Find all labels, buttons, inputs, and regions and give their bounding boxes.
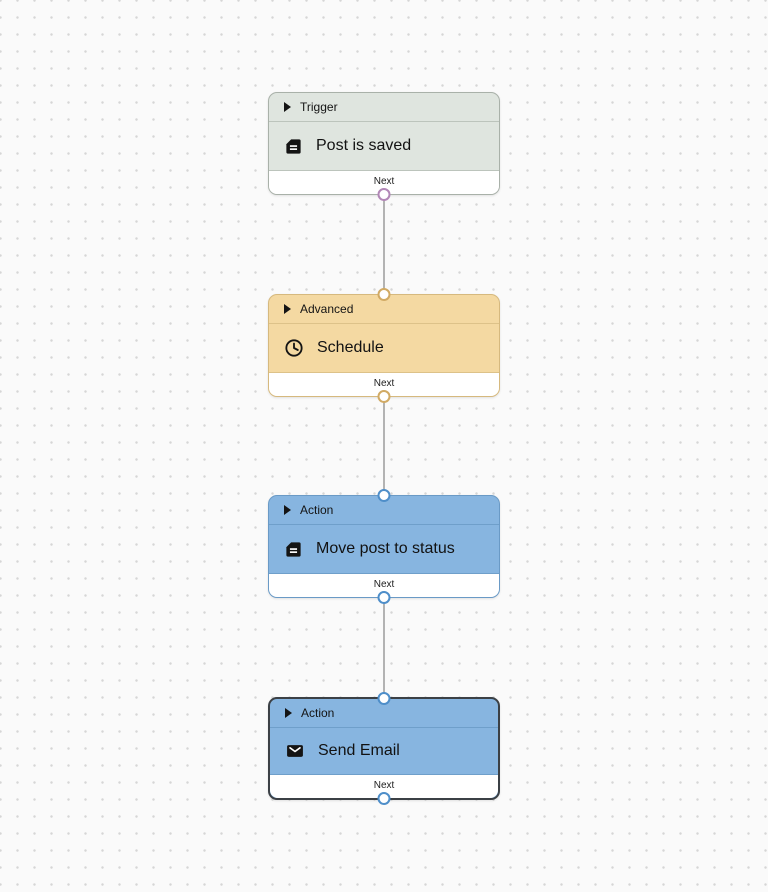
input-handle[interactable] <box>377 288 391 301</box>
note-icon <box>284 137 303 156</box>
node-title: Post is saved <box>316 137 412 154</box>
workflow-node-advanced[interactable]: Advanced Schedule Next <box>268 288 500 403</box>
node-body[interactable]: Send Email <box>270 728 498 774</box>
node-header[interactable]: Trigger <box>269 93 499 122</box>
collapse-triangle-icon <box>284 102 291 112</box>
connection-edge[interactable] <box>383 597 385 698</box>
node-title: Schedule <box>317 339 384 356</box>
output-handle[interactable] <box>377 188 391 201</box>
node-category-label: Trigger <box>300 100 338 114</box>
node-header[interactable]: Advanced <box>269 295 499 324</box>
note-icon <box>284 540 303 559</box>
email-icon <box>285 741 305 761</box>
node-header[interactable]: Action <box>269 496 499 525</box>
workflow-node-action-move[interactable]: Action Move post to status Next <box>268 489 500 604</box>
next-label: Next <box>373 176 395 187</box>
output-handle[interactable] <box>377 390 391 403</box>
next-label: Next <box>373 378 395 389</box>
node-category-label: Action <box>301 706 335 720</box>
clock-icon <box>284 338 304 358</box>
collapse-triangle-icon <box>285 708 292 718</box>
node-body[interactable]: Move post to status <box>269 525 499 573</box>
connection-edge[interactable] <box>383 396 385 496</box>
next-label: Next <box>373 780 395 791</box>
node-title: Move post to status <box>316 540 455 557</box>
node-header[interactable]: Action <box>270 699 498 728</box>
node-body[interactable]: Post is saved <box>269 122 499 170</box>
node-body[interactable]: Schedule <box>269 324 499 372</box>
collapse-triangle-icon <box>284 304 291 314</box>
workflow-node-action-email[interactable]: Action Send Email Next <box>268 692 500 805</box>
input-handle[interactable] <box>377 692 391 705</box>
output-handle[interactable] <box>377 591 391 604</box>
collapse-triangle-icon <box>284 505 291 515</box>
node-title: Send Email <box>318 742 400 759</box>
next-label: Next <box>373 579 395 590</box>
input-handle[interactable] <box>377 489 391 502</box>
connection-edge[interactable] <box>383 195 385 295</box>
output-handle[interactable] <box>377 792 391 805</box>
node-category-label: Action <box>300 503 334 517</box>
workflow-node-trigger[interactable]: Trigger Post is saved Next <box>268 92 500 201</box>
node-category-label: Advanced <box>300 302 354 316</box>
